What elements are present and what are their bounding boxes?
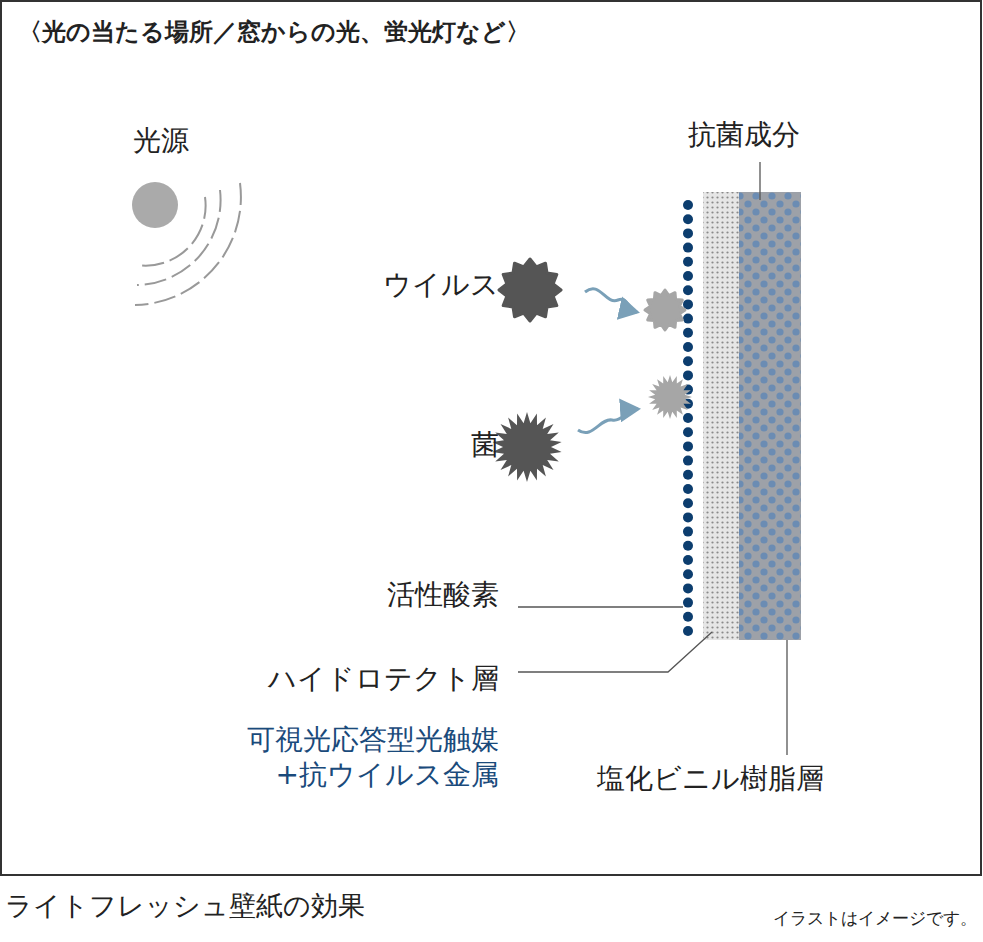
approach-arrow <box>585 289 637 312</box>
oxygen-dot <box>683 512 693 522</box>
oxygen-dot <box>683 200 693 210</box>
part-label: 菌 <box>471 428 499 462</box>
part-label: 塩化ビニル樹脂層 <box>597 762 824 796</box>
germ-shapes <box>492 259 692 482</box>
germ-shape <box>645 290 685 330</box>
oxygen-dot <box>683 214 693 224</box>
oxygen-dot <box>683 626 693 636</box>
oxygen-dot <box>683 612 693 622</box>
oxygen-dot <box>683 328 693 338</box>
oxygen-dot <box>683 427 693 437</box>
oxygen-dot <box>683 541 693 551</box>
hydrotect-layer <box>703 192 739 640</box>
oxygen-dot <box>683 356 693 366</box>
part-label: ウイルス <box>383 268 499 302</box>
note: イラストはイメージです。 <box>773 908 977 928</box>
pvc-layer <box>739 192 801 640</box>
caption: ライトフレッシュ壁紙の効果 <box>5 890 365 922</box>
oxygen-dot <box>683 243 693 253</box>
oxygen-dot <box>683 498 693 508</box>
oxygen-dot <box>683 257 693 267</box>
title: 〈光の当たる場所／窓からの光、蛍光灯など〉 <box>18 18 530 47</box>
oxygen-dot <box>683 470 693 480</box>
germ-shape <box>499 259 561 321</box>
oxygen-dot <box>683 370 693 380</box>
oxygen-dot <box>683 569 693 579</box>
approach-arrow <box>578 409 638 433</box>
frame <box>1 1 981 875</box>
germ-shape <box>492 412 561 482</box>
oxygen-dot <box>683 314 693 324</box>
light-source <box>132 182 178 228</box>
part-label: ハイドロテクト層 <box>268 662 499 696</box>
oxygen-dot <box>683 484 693 494</box>
oxygen-dot <box>683 285 693 295</box>
germ-shape <box>648 375 692 419</box>
material-note: 可視光応答型光触媒 +抗ウイルス金属 <box>199 722 499 792</box>
oxygen-dot <box>683 413 693 423</box>
part-label: 活性酸素 <box>387 578 499 612</box>
oxygen-dot <box>683 441 693 451</box>
oxygen-dot <box>683 271 693 281</box>
leader-lines <box>518 162 787 755</box>
oxygen-dot <box>683 583 693 593</box>
oxygen-dot <box>683 342 693 352</box>
oxygen-dot <box>683 228 693 238</box>
oxygen-dot <box>683 555 693 565</box>
oxygen-dot <box>683 456 693 466</box>
part-label: 光源 <box>133 124 189 158</box>
light-waves <box>135 183 241 305</box>
oxygen-dot <box>683 527 693 537</box>
active-oxygen-dots <box>683 200 693 636</box>
part-label: 抗菌成分 <box>688 118 800 152</box>
oxygen-dot <box>683 598 693 608</box>
